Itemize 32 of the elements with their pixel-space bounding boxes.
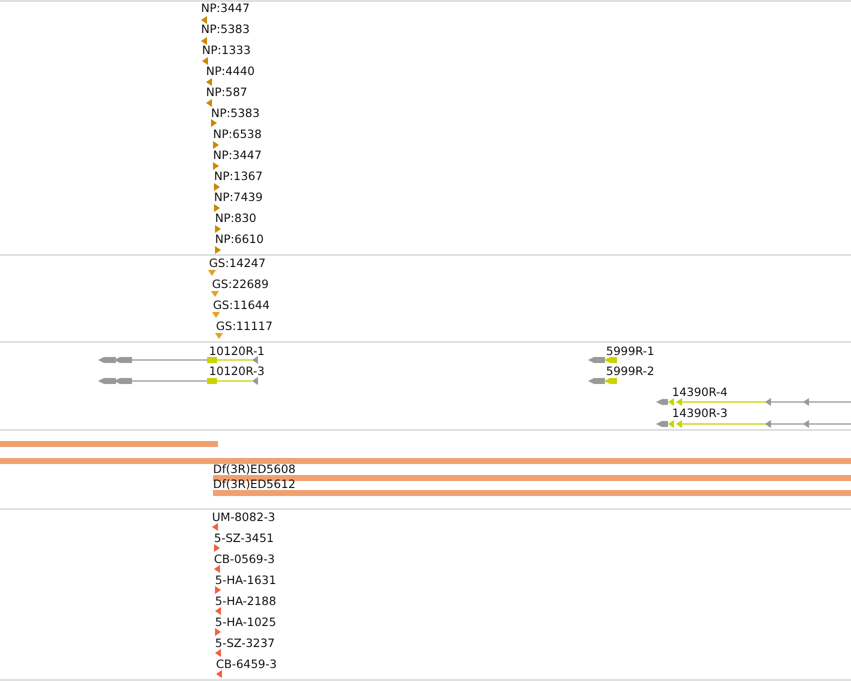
feature-label: CB-6459-3 [216, 657, 277, 671]
feature-label: GS:11644 [213, 298, 270, 312]
feature-label: 5-SZ-3451 [214, 531, 274, 545]
feature-label: Df(3R)ED5608 [213, 462, 296, 476]
feature-label: NP:587 [206, 85, 248, 99]
feature-label: GS:11117 [216, 319, 273, 333]
feature-label: 5-HA-1025 [215, 615, 276, 629]
transcript-label: 14390R-4 [672, 385, 728, 399]
feature-label: NP:830 [215, 211, 256, 225]
feature-label: NP:5383 [201, 22, 250, 36]
feature-label: NP:5383 [211, 106, 260, 120]
transcript-label: 5999R-2 [606, 364, 654, 378]
feature-label: NP:3447 [201, 1, 250, 15]
feature-label: Df(3R)ED5612 [213, 477, 296, 491]
feature-label: UM-8082-3 [212, 510, 276, 524]
feature-label: 5-HA-1631 [215, 573, 276, 587]
transcript-label: 14390R-3 [672, 406, 728, 420]
feature-label: 5-HA-2188 [215, 594, 276, 608]
feature-label: NP:1367 [214, 169, 263, 183]
feature-label: NP:4440 [206, 64, 255, 78]
feature-label: NP:6538 [213, 127, 262, 141]
feature-label: NP:1333 [202, 43, 251, 57]
feature-label: CB-0569-3 [214, 552, 275, 566]
feature-label: NP:6610 [215, 232, 264, 246]
transcript-label: 10120R-1 [209, 344, 265, 358]
feature-label: GS:14247 [209, 256, 266, 270]
feature-label: 5-SZ-3237 [215, 636, 275, 650]
feature-label: GS:22689 [212, 277, 269, 291]
transcript-label: 5999R-1 [606, 344, 654, 358]
transcript-label: 10120R-3 [209, 364, 265, 378]
feature-label: NP:3447 [213, 148, 262, 162]
feature-label: NP:7439 [214, 190, 263, 204]
